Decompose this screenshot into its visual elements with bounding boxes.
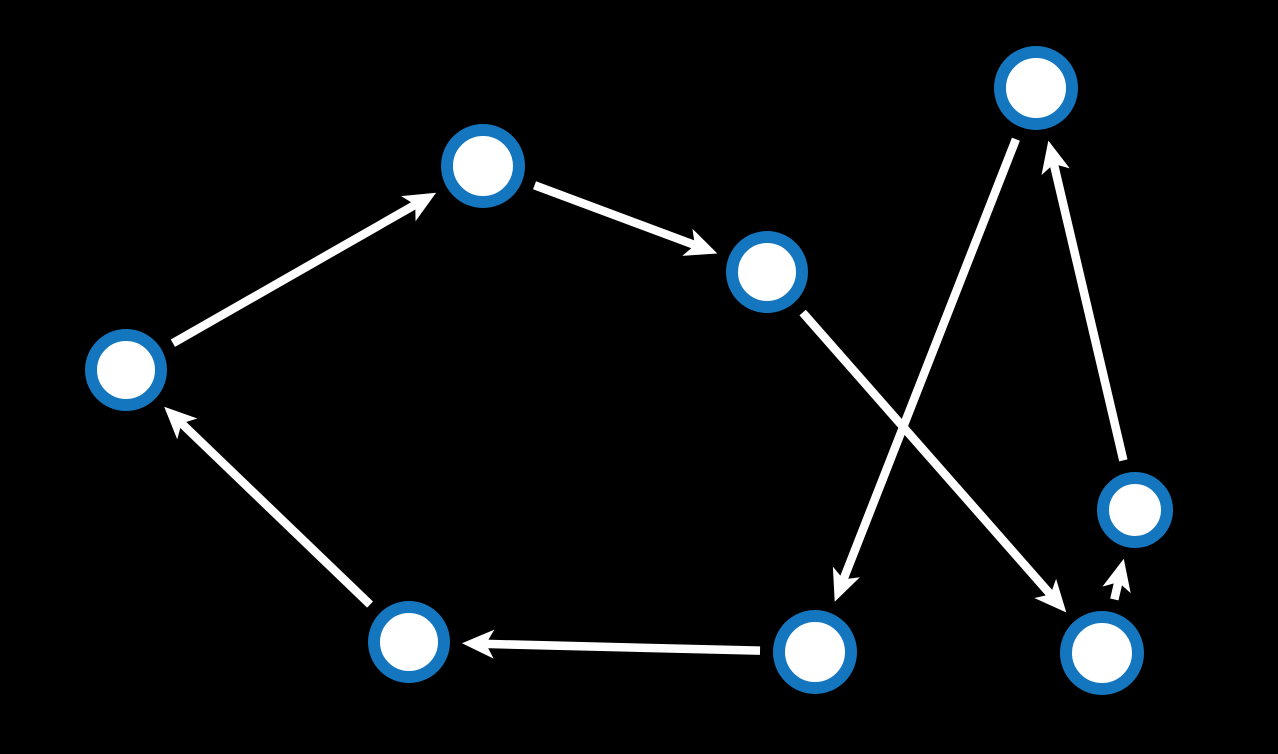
edge-right-to-top-right	[1041, 140, 1128, 462]
edge-arrowhead	[1102, 558, 1131, 594]
nodes-layer	[85, 46, 1173, 695]
edge-shaft	[1049, 162, 1128, 462]
edge-shaft	[533, 181, 697, 250]
graph-node-bottom-middle	[773, 610, 857, 694]
graph-node-top-right	[994, 46, 1078, 130]
edge-shaft	[485, 639, 761, 655]
edge-shaft	[839, 137, 1020, 581]
graph-node-bottom-left	[368, 601, 450, 683]
graph-node-top-middle	[441, 124, 525, 208]
edge-bottom-right-to-right	[1102, 558, 1131, 601]
edge-top-middle-to-middle	[533, 181, 718, 256]
edges-layer	[164, 137, 1131, 659]
edge-bottom-middle-to-bottom-left	[461, 629, 761, 659]
graph-node-right	[1097, 472, 1173, 548]
edge-arrowhead	[461, 629, 495, 659]
edge-shaft	[178, 420, 374, 608]
edge-arrowhead	[682, 228, 718, 256]
edge-arrowhead	[164, 406, 198, 440]
edge-shaft	[170, 201, 418, 347]
edge-top-right-to-bottom-middle	[832, 137, 1020, 602]
graph-node-left	[85, 329, 167, 411]
graph-node-middle	[726, 231, 808, 313]
edge-shaft	[1110, 581, 1123, 601]
graph-node-bottom-right	[1060, 611, 1144, 695]
edge-bottom-left-to-left	[164, 406, 374, 608]
edge-arrowhead	[1034, 578, 1067, 613]
edge-shaft	[799, 309, 1054, 598]
edge-arrowhead	[832, 566, 860, 602]
edge-arrowhead	[401, 192, 437, 222]
edge-arrowhead	[1041, 140, 1070, 176]
edge-left-to-top-middle	[170, 192, 437, 347]
edge-middle-to-bottom-right	[799, 309, 1067, 613]
